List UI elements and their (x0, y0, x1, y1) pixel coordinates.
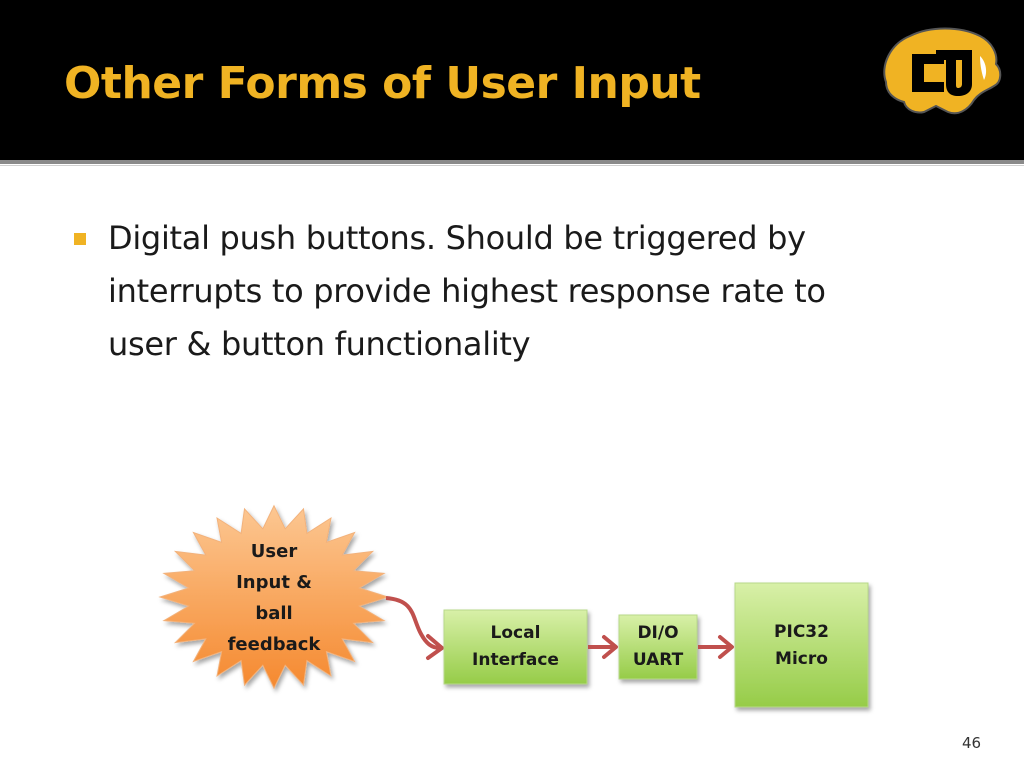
title-divider-highlight (0, 165, 1024, 166)
dio-uart-box (618, 614, 698, 680)
title-bar (0, 0, 1024, 160)
box-label-line: Interface (472, 650, 559, 670)
burst-label-line: feedback (227, 634, 321, 655)
local-interface-box (443, 609, 588, 685)
box-label-line: DI/O (637, 623, 679, 643)
cu-buffalo-logo-icon (883, 27, 1002, 115)
bullet-line: interrupts to provide highest response r… (108, 272, 826, 310)
box-label-line: UART (632, 650, 684, 670)
bullet-line: user & button functionality (108, 325, 531, 363)
pic32-label: PIC32 Micro (735, 619, 868, 673)
burst-label-line: User (250, 541, 298, 562)
title-divider (0, 160, 1024, 164)
burst-label: User Input & ball feedback (204, 536, 344, 660)
page-number: 46 (962, 734, 982, 752)
box-label-line: Micro (775, 649, 828, 669)
arrow-burst-to-local (385, 596, 441, 650)
local-interface-label: Local Interface (444, 620, 587, 674)
slide-title: Other Forms of User Input (64, 58, 701, 109)
pic32-box (734, 582, 869, 708)
box-label-line: Local (490, 623, 541, 643)
box-label-line: PIC32 (774, 622, 829, 642)
arrow-head (426, 634, 444, 660)
burst-label-line: ball (255, 603, 293, 624)
arrow-head (602, 635, 618, 659)
bullet-list: Digital push buttons. Should be triggere… (72, 212, 992, 371)
square-bullet-icon (74, 233, 86, 245)
bullet-item: Digital push buttons. Should be triggere… (72, 212, 992, 371)
user-input-burst (158, 504, 390, 690)
burst-label-line: Input & (236, 572, 312, 593)
dio-uart-label: DI/O UART (619, 620, 697, 674)
bullet-line: Digital push buttons. Should be triggere… (108, 219, 806, 257)
arrow-head (718, 635, 734, 659)
